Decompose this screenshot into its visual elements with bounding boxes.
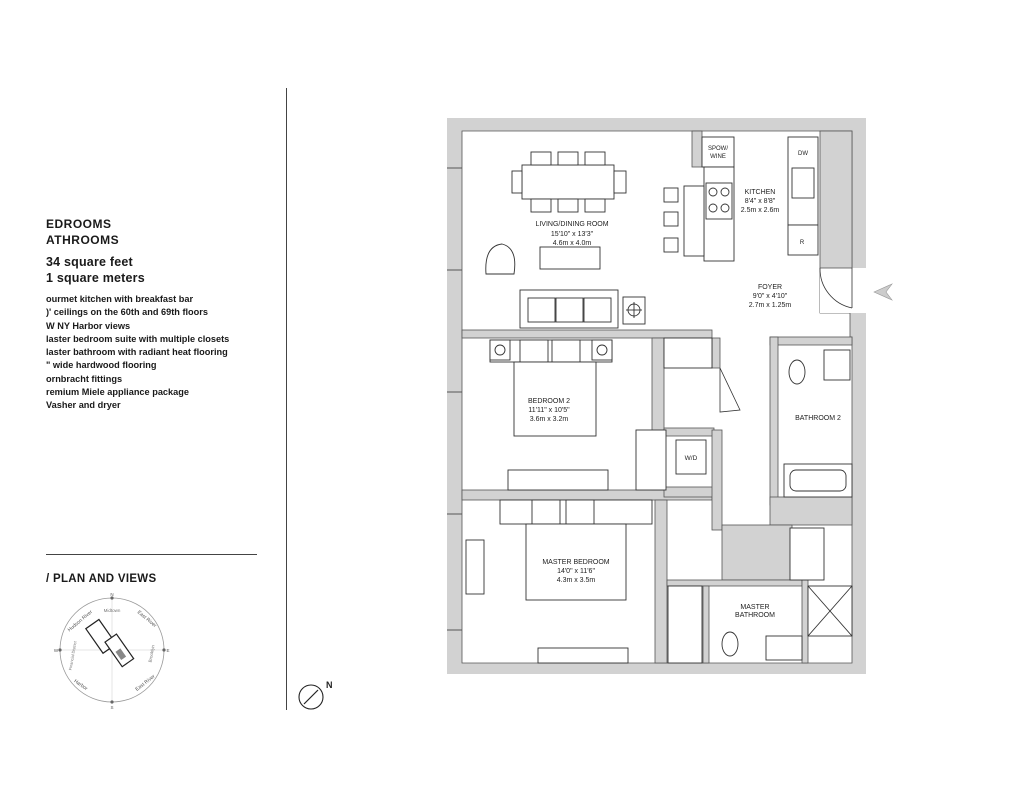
building-footprint-icon bbox=[84, 618, 135, 668]
label-financial-district: Financial District bbox=[68, 640, 78, 671]
section-title: / PLAN AND VIEWS bbox=[46, 573, 157, 585]
feature-item: ornbracht fittings bbox=[46, 373, 123, 384]
feature-list: ourmet kitchen with breakfast bar )' cei… bbox=[46, 293, 229, 413]
kitchen-imperial: 8'4" x 8'8" bbox=[745, 198, 776, 205]
bedrooms-count: EDROOMS bbox=[46, 217, 112, 231]
info-panel: EDROOMS ATHROOMS 34 square feet 1 square… bbox=[0, 0, 290, 800]
room-labels: LIVING/DINING ROOM 15'10" x 13'3" 4.6m x… bbox=[528, 146, 841, 619]
master-bedroom-metric: 4.3m x 3.5m bbox=[557, 577, 596, 584]
bathroom2-name: BATHROOM 2 bbox=[795, 415, 841, 422]
foyer-name: FOYER bbox=[758, 284, 782, 291]
feature-item: remium Miele appliance package bbox=[46, 387, 189, 398]
feature-item: Vasher and dryer bbox=[46, 400, 121, 411]
foyer-metric: 2.7m x 1.25m bbox=[749, 302, 792, 309]
bedroom2-imperial: 11'11" x 10'5" bbox=[528, 407, 570, 414]
west-windows bbox=[447, 167, 462, 631]
key-plan-compass: N S E W Hudson River East River Midtown … bbox=[54, 592, 170, 710]
dining-table bbox=[511, 151, 627, 213]
feature-item: W NY Harbor views bbox=[46, 320, 131, 331]
master-bathroom-fixtures bbox=[721, 585, 853, 661]
bathroom2-fixtures bbox=[783, 349, 853, 498]
washer-dryer-label: W/D bbox=[685, 455, 698, 462]
wine-label: WINE bbox=[710, 154, 726, 160]
bedroom2-metric: 3.6m x 3.2m bbox=[530, 416, 569, 423]
interior-partitions bbox=[461, 130, 853, 664]
living-metric: 4.6m x 4.0m bbox=[553, 240, 592, 247]
entry-door bbox=[819, 267, 853, 309]
master-bathroom-name: MASTER bbox=[740, 604, 769, 611]
kitchen-fixtures bbox=[663, 136, 819, 262]
area-square-feet: 34 square feet bbox=[46, 255, 133, 269]
feature-item: )' ceilings on the 60th and 69th floors bbox=[46, 307, 208, 318]
compass-south: S bbox=[110, 705, 113, 710]
refrigerator-label: R bbox=[800, 240, 805, 246]
label-midtown: Midtown bbox=[104, 608, 121, 613]
dishwasher-label: DW bbox=[798, 151, 808, 157]
spow-label: SPOW/ bbox=[708, 146, 728, 152]
living-imperial: 15'10" x 13'3" bbox=[551, 231, 594, 238]
label-brooklyn: Brooklyn bbox=[148, 644, 156, 663]
compass-west: W bbox=[54, 648, 59, 653]
master-bedroom-imperial: 14'0" x 11'6" bbox=[557, 568, 595, 575]
divider-vertical bbox=[286, 88, 287, 710]
bedroom2-door bbox=[719, 367, 741, 413]
label-harbor: Harbor bbox=[73, 678, 89, 692]
feature-item: " wide hardwood flooring bbox=[46, 360, 157, 371]
floor-plan: N LIVING/DINING ROOM 15'10" x 13'3" 4.6m… bbox=[298, 118, 893, 710]
feature-item: ourmet kitchen with breakfast bar bbox=[46, 294, 194, 304]
compass-east: E bbox=[166, 648, 169, 653]
divider-horizontal bbox=[46, 554, 257, 555]
feature-item: laster bedroom suite with multiple close… bbox=[46, 333, 230, 344]
master-bathroom-name2: BATHROOM bbox=[735, 612, 775, 619]
north-arrow-icon: N bbox=[298, 680, 333, 710]
master-bedroom-name: MASTER BEDROOM bbox=[542, 559, 609, 566]
living-name: LIVING/DINING ROOM bbox=[535, 221, 608, 228]
area-square-meters: 1 square meters bbox=[46, 271, 145, 285]
feature-item: laster bathroom with radiant heat floori… bbox=[46, 347, 228, 358]
master-bedroom-furniture bbox=[465, 499, 825, 664]
kitchen-name: KITCHEN bbox=[745, 189, 776, 196]
entry-arrow-icon bbox=[873, 283, 893, 301]
bathrooms-count: ATHROOMS bbox=[46, 233, 120, 247]
bedroom2-name: BEDROOM 2 bbox=[528, 398, 570, 405]
foyer-imperial: 9'0" x 4'10" bbox=[753, 293, 788, 300]
living-furniture bbox=[485, 243, 646, 329]
compass-north: N bbox=[110, 592, 113, 597]
kitchen-metric: 2.5m x 2.6m bbox=[741, 207, 780, 214]
north-label: N bbox=[326, 680, 333, 690]
bedroom2-furniture bbox=[489, 337, 713, 491]
